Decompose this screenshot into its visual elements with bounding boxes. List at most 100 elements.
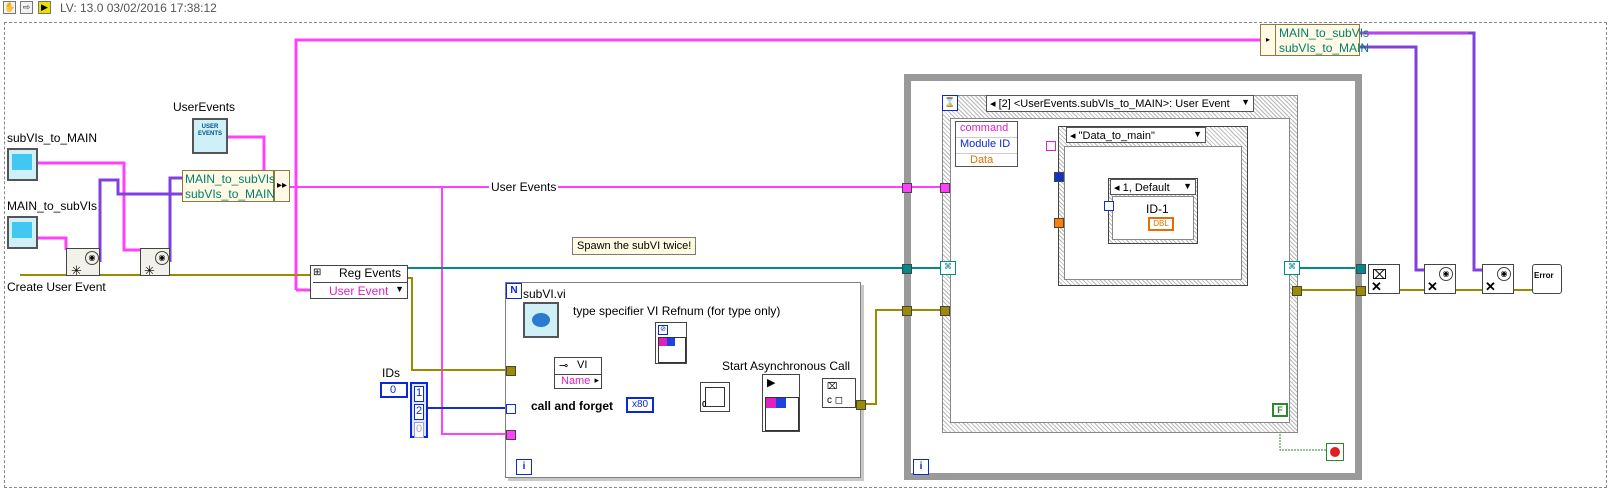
- unbundle-cluster[interactable]: ▸ MAIN_to_subVIs subVIs_to_MAIN: [1260, 24, 1369, 56]
- ids-element-1[interactable]: 1: [414, 386, 424, 402]
- destroy-event-mini-icon-2: ◉: [1497, 267, 1511, 281]
- vi-name-prop: Name: [561, 375, 591, 387]
- user-events-typedef-icon[interactable]: USER EVENTS: [192, 118, 228, 154]
- type-specifier-label: type specifier VI Refnum (for type only): [573, 304, 781, 318]
- destroy-x-icon-2: ✕: [1485, 279, 1496, 294]
- event-selector[interactable]: ◂ [2] <UserEvents.subVIs_to_MAIN>: User …: [986, 95, 1254, 112]
- event-selector-dropdown-icon[interactable]: ▼: [1241, 97, 1250, 107]
- create-user-event-node-2[interactable]: ✳ ◉: [140, 248, 170, 278]
- tunnel-registration-out: [1356, 264, 1366, 274]
- close-ref-c: c ◻: [827, 395, 844, 406]
- case-inner-left-arrow-icon[interactable]: ◂: [1114, 182, 1120, 194]
- tunnel-data: [1054, 218, 1064, 228]
- zero-badge: 0: [702, 400, 707, 409]
- case-outer-left-arrow-icon[interactable]: ◂: [1070, 130, 1076, 142]
- unregister-icon: ⌧: [1372, 267, 1387, 282]
- for-tunnel-error-out: [856, 400, 866, 410]
- open-vi-reference-node[interactable]: ⊸ VI Name ▸: [554, 357, 602, 389]
- unbundle-row-main-to-subvis: MAIN_to_subVIs: [1279, 26, 1370, 40]
- toolbar: ✋ ⇨ ▶ LV: 13.0 03/02/2016 17:38:12: [0, 0, 1613, 16]
- ids-index[interactable]: 0: [380, 382, 408, 398]
- event-data-command: command: [956, 122, 1017, 138]
- ids-element-3[interactable]: 0: [414, 422, 424, 438]
- tunnel-error-in: [940, 306, 950, 316]
- subvi-label: subVI.vi: [523, 287, 566, 301]
- reg-events-title: Reg Events: [339, 266, 402, 280]
- for-loop-count[interactable]: N: [506, 283, 522, 299]
- event-selector-text: [2] <UserEvents.subVIs_to_MAIN>: User Ev…: [998, 98, 1230, 110]
- stop-condition-terminal[interactable]: [1326, 443, 1344, 461]
- ids-element-2[interactable]: 2: [414, 404, 424, 420]
- main-to-subvis-label: MAIN_to_subVIs: [7, 199, 98, 213]
- dbl-indicator[interactable]: DBL: [1148, 217, 1174, 231]
- hand-icon[interactable]: ✋: [3, 1, 16, 14]
- case-inner-dropdown-icon[interactable]: ▼: [1183, 181, 1192, 191]
- ids-label: IDs: [382, 366, 400, 380]
- user-event-constant-icon[interactable]: [7, 216, 38, 249]
- close-reference-node[interactable]: ⌧ c ◻: [822, 378, 856, 408]
- pink-wire-top: [294, 38, 1262, 290]
- ids-array[interactable]: 1 2 0: [410, 382, 428, 438]
- for-loop-iteration: i: [516, 459, 532, 475]
- version-info: LV: 13.0 03/02/2016 17:38:12: [60, 1, 217, 15]
- event-mini-icon: ◉: [85, 251, 99, 265]
- dynamic-event-terminal: ⌘: [940, 261, 956, 275]
- spawn-note: Spawn the subVI twice!: [572, 237, 697, 255]
- vi-ref-label: VI: [577, 359, 588, 371]
- no-icon: ⊘: [658, 325, 668, 335]
- for-tunnel-events: [506, 430, 516, 440]
- tunnel-error-event-out: [1292, 286, 1302, 296]
- destroy-user-event-node-2[interactable]: ◉ ✕: [1482, 264, 1514, 294]
- stop-false-constant[interactable]: F: [1272, 403, 1288, 417]
- cluster-constant-icon[interactable]: ⊘: [655, 322, 687, 364]
- tunnel-error: [902, 306, 912, 316]
- usb-glyph-icon: [12, 222, 32, 238]
- unregister-x-icon: ✕: [1371, 279, 1382, 294]
- for-tunnel-error: [506, 366, 516, 376]
- dynamic-event-terminal-out: ⌘: [1284, 261, 1300, 275]
- build-path-node[interactable]: 0: [700, 382, 730, 412]
- destroy-user-event-node-1[interactable]: ◉ ✕: [1424, 264, 1456, 294]
- unbundle-icon: ▸: [1261, 25, 1276, 55]
- bundle-row-subvis-to-main: subVIs_to_MAIN: [185, 187, 276, 201]
- while-loop[interactable]: i: [904, 74, 1362, 480]
- table-grid-icon: [658, 337, 686, 363]
- call-and-forget-label: call and forget: [531, 399, 614, 413]
- event-data-node[interactable]: command Module ID Data: [955, 121, 1018, 167]
- case-outer-dropdown-icon[interactable]: ▼: [1193, 129, 1202, 139]
- close-ref-icon: ⌧: [827, 381, 838, 391]
- refnum-glyph-icon: [532, 313, 550, 327]
- asterisk-icon-2: ✳: [144, 263, 155, 278]
- error-handler-node[interactable]: Error: [1532, 264, 1562, 294]
- destroy-x-icon-1: ✕: [1427, 279, 1438, 294]
- user-event-glyph-icon: [12, 154, 32, 170]
- create-user-event-node[interactable]: ✳ ◉: [66, 248, 100, 278]
- event-timeout-icon[interactable]: ⌛: [942, 95, 958, 111]
- bundle-row-main-to-subvis: MAIN_to_subVIs: [185, 172, 276, 186]
- run-icon[interactable]: ▶: [38, 1, 51, 14]
- subvi-refnum-icon[interactable]: [523, 302, 559, 338]
- event-selector-left-arrow-icon[interactable]: ◂: [990, 98, 996, 110]
- case-outer-selector-text: "Data_to_main": [1078, 130, 1155, 142]
- case-inner-selector-terminal: [1104, 201, 1114, 211]
- dropdown-arrow-icon[interactable]: ▼: [395, 284, 404, 294]
- async-grid-icon: [765, 397, 799, 431]
- create-user-event-icon[interactable]: [7, 148, 38, 181]
- tunnel-registration: [902, 264, 912, 274]
- case-inner-selector[interactable]: ◂ 1, Default ▼: [1110, 179, 1196, 195]
- unregister-events-node[interactable]: ⌧ ✕: [1368, 264, 1400, 294]
- bundle-arrow-icon: ▸▸: [274, 170, 290, 202]
- case-selector-terminal: [1046, 141, 1056, 151]
- register-events-node[interactable]: ⊞ Reg Events User Event ▼: [310, 265, 408, 299]
- case-outer-selector[interactable]: ◂ "Data_to_main" ▼: [1066, 127, 1206, 143]
- x80-constant[interactable]: x80: [626, 397, 654, 413]
- asterisk-icon: ✳: [71, 263, 82, 278]
- bundle-cluster[interactable]: MAIN_to_subVIs subVIs_to_MAIN: [182, 170, 276, 202]
- event-data-data: Data: [970, 154, 994, 166]
- subvis-to-main-label: subVIs_to_MAIN: [7, 131, 98, 145]
- while-loop-iteration: i: [913, 459, 929, 475]
- arrow-icon[interactable]: ⇨: [20, 1, 33, 14]
- stop-icon: [1330, 447, 1340, 457]
- tunnel-user-events: [902, 183, 912, 193]
- start-async-call-node[interactable]: ▶: [762, 374, 800, 432]
